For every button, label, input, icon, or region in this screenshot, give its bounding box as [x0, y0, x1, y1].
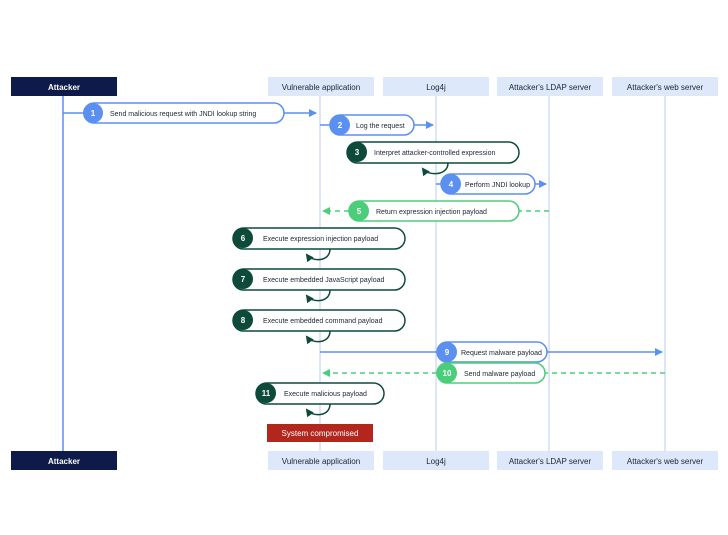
step-label: Execute embedded command payload: [263, 318, 383, 325]
step-label: Send malware payload: [464, 371, 535, 378]
step-label: Execute malicious payload: [284, 391, 367, 398]
step-label: Perform JNDI lookup: [465, 182, 530, 189]
actor-row-bottom: Attacker Vulnerable application Log4j At…: [11, 451, 718, 470]
step-number: 10: [443, 369, 452, 378]
step-number-badge: [256, 383, 276, 403]
actor-label: Attacker's web server: [627, 457, 704, 466]
step-number-badge: [437, 342, 457, 362]
step-label: Request malware payload: [461, 350, 542, 357]
actor-web-top: Attacker's web server: [612, 77, 718, 96]
step-label: Interpret attacker-controlled expression: [374, 150, 495, 157]
step-label: Log the request: [356, 123, 405, 130]
actor-label: Vulnerable application: [282, 83, 360, 92]
step-7: 7 Execute embedded JavaScript payload: [232, 268, 406, 304]
step-label: Execute embedded JavaScript payload: [263, 277, 385, 284]
actor-vuln-app-top: Vulnerable application: [268, 77, 374, 96]
step-number-badge: [233, 269, 253, 289]
step-number-badge: [441, 174, 461, 194]
step-5: 5 Return expression injection payload: [322, 200, 549, 222]
step-3: 3 Interpret attacker-controlled expressi…: [346, 141, 520, 177]
actor-label: Attacker's web server: [627, 83, 704, 92]
actor-attacker-top: Attacker: [11, 77, 117, 96]
actor-label: Attacker's LDAP server: [509, 457, 592, 466]
step-number: 4: [449, 180, 454, 189]
step-number-badge: [233, 310, 253, 330]
step-number: 2: [338, 121, 343, 130]
step-8: 8 Execute embedded command payload: [232, 309, 406, 345]
step-6: 6 Execute expression injection payload: [232, 227, 406, 263]
result-label: System compromised: [282, 429, 359, 438]
actor-ldap-bottom: Attacker's LDAP server: [497, 451, 603, 470]
step-number: 1: [91, 109, 96, 118]
step-10: 10 Send malware payload: [322, 362, 665, 384]
actor-vuln-app-bottom: Vulnerable application: [268, 451, 374, 470]
step-number: 7: [241, 275, 246, 284]
step-number: 9: [445, 348, 450, 357]
actor-label: Attacker's LDAP server: [509, 83, 592, 92]
actor-log4j-top: Log4j: [383, 77, 489, 96]
step-number: 3: [355, 148, 360, 157]
actor-ldap-top: Attacker's LDAP server: [497, 77, 603, 96]
step-label: Execute expression injection payload: [263, 236, 378, 243]
actor-label: Log4j: [426, 457, 446, 466]
actor-label: Attacker: [48, 457, 80, 466]
step-label: Send malicious request with JNDI lookup …: [110, 111, 256, 118]
step-number-badge: [347, 142, 367, 162]
step-9: 9 Request malware payload: [320, 341, 663, 363]
step-11: 11 Execute malicious payload: [255, 382, 385, 418]
step-number: 6: [241, 234, 246, 243]
actor-attacker-bottom: Attacker: [11, 451, 117, 470]
actor-label: Log4j: [426, 83, 446, 92]
actor-label: Attacker: [48, 83, 80, 92]
step-2: 2 Log the request: [320, 114, 434, 136]
actor-web-bottom: Attacker's web server: [612, 451, 718, 470]
step-number-badge: [349, 201, 369, 221]
step-number: 8: [241, 316, 246, 325]
step-number: 11: [262, 389, 271, 398]
step-number-badge: [330, 115, 350, 135]
step-4: 4 Perform JNDI lookup: [436, 173, 547, 195]
step-1: 1 Send malicious request with JNDI looku…: [63, 102, 317, 124]
actor-row-top: Attacker Vulnerable application Log4j At…: [11, 77, 718, 96]
system-compromised-badge: System compromised: [267, 424, 373, 442]
step-number: 5: [357, 207, 362, 216]
step-number-badge: [233, 228, 253, 248]
step-number-badge: [437, 363, 457, 383]
actor-log4j-bottom: Log4j: [383, 451, 489, 470]
actor-label: Vulnerable application: [282, 457, 360, 466]
step-label: Return expression injection payload: [376, 209, 487, 216]
step-number-badge: [83, 103, 103, 123]
